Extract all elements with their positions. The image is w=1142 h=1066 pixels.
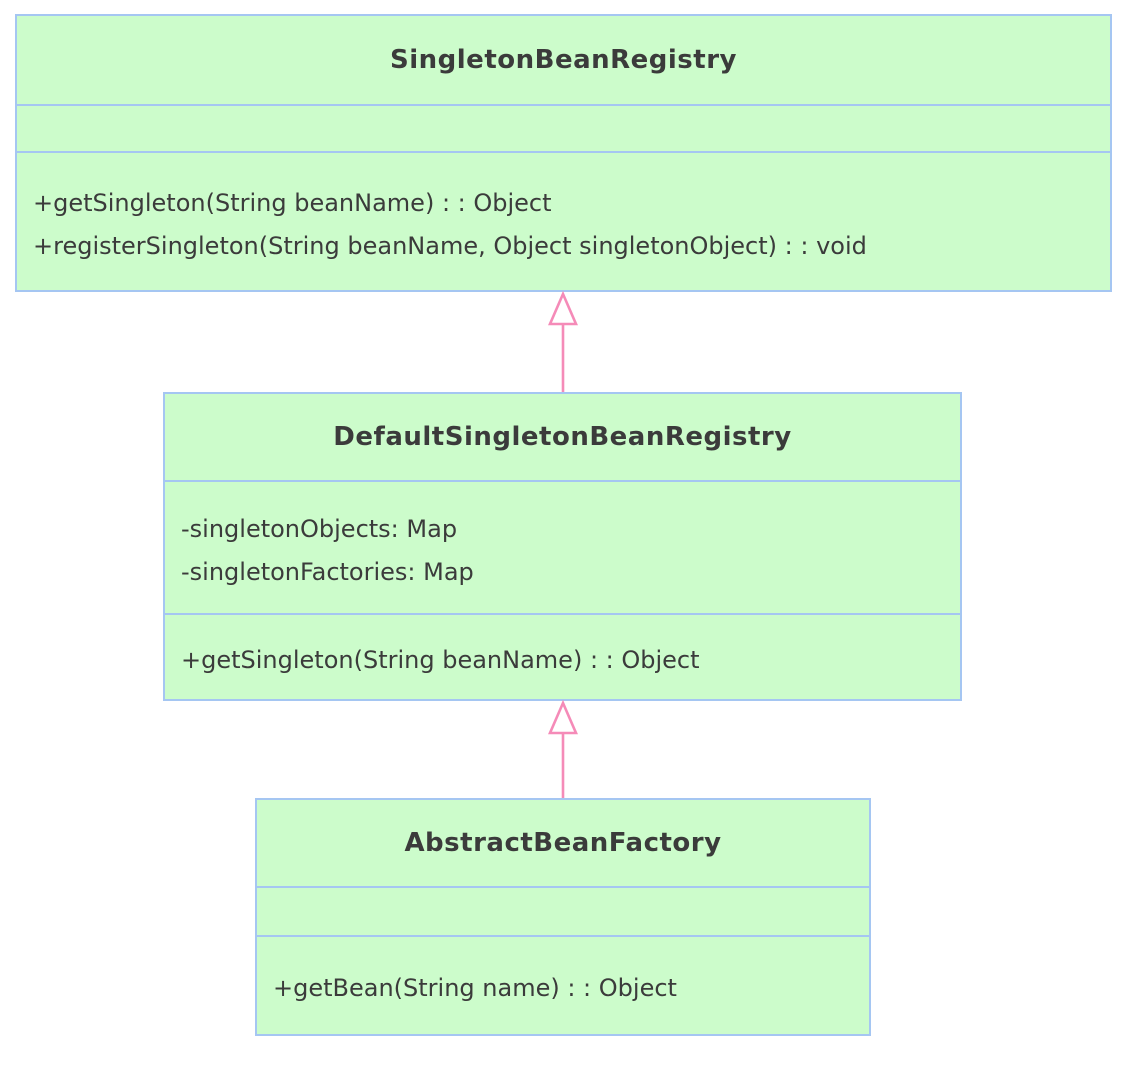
hollow-triangle-arrowhead	[548, 290, 578, 326]
hollow-triangle-arrowhead	[548, 699, 578, 735]
class-methods-section: +getSingleton(String beanName) : : Objec…	[17, 151, 1110, 290]
class-name-label: DefaultSingletonBeanRegistry	[333, 422, 792, 452]
member-text: +getSingleton(String beanName) : : Objec…	[181, 645, 700, 674]
class-attributes-section	[257, 886, 869, 935]
class-name-label: SingletonBeanRegistry	[390, 45, 737, 75]
class-attributes-section: -singletonObjects: Map -singletonFactorie…	[165, 480, 960, 613]
class-box-singleton-bean-registry[interactable]: SingletonBeanRegistry +getSingleton(Stri…	[15, 14, 1112, 292]
member-text: +getBean(String name) : : Object	[273, 974, 677, 1002]
member-text: -singletonFactories: Map	[181, 557, 474, 586]
class-title: SingletonBeanRegistry	[17, 16, 1110, 104]
generalization-arrow-default-to-singleton[interactable]	[545, 290, 581, 393]
class-title: DefaultSingletonBeanRegistry	[165, 394, 960, 480]
class-attributes-section	[17, 104, 1110, 151]
class-methods-section: +getSingleton(String beanName) : : Objec…	[165, 613, 960, 699]
class-box-default-singleton-bean-registry[interactable]: DefaultSingletonBeanRegistry -singletonO…	[163, 392, 962, 701]
generalization-arrow-abstract-to-default[interactable]	[545, 699, 581, 799]
member-text: +registerSingleton(String beanName, Obje…	[33, 231, 867, 260]
member-text: -singletonObjects: Map	[181, 514, 458, 543]
class-box-abstract-bean-factory[interactable]: AbstractBeanFactory +getBean(String name…	[255, 798, 871, 1036]
class-title: AbstractBeanFactory	[257, 800, 869, 886]
class-name-label: AbstractBeanFactory	[404, 828, 722, 858]
member-text: +getSingleton(String beanName) : : Objec…	[33, 188, 552, 217]
class-methods-section: +getBean(String name) : : Object	[257, 935, 869, 1034]
